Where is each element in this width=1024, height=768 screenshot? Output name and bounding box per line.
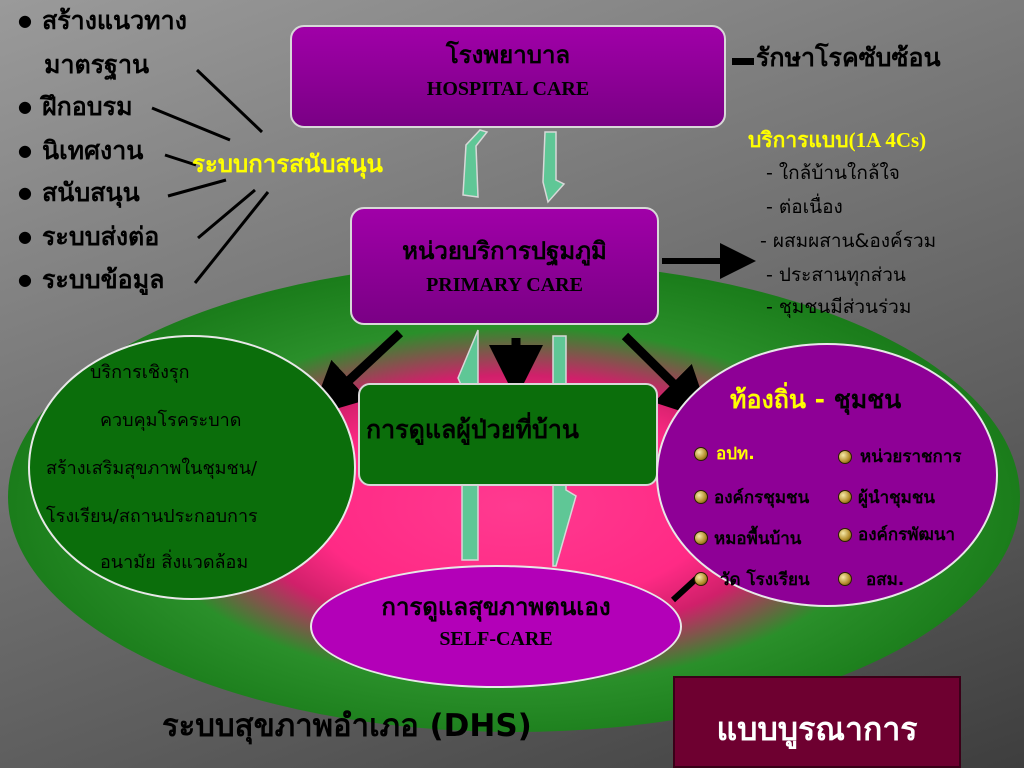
primary-care-box: หน่วยบริการปฐมภูมิ PRIMARY CARE bbox=[350, 207, 659, 325]
left-list-item: สร้างแนวทาง bbox=[18, 0, 187, 41]
community-item: ผู้นำชุมชน bbox=[858, 488, 936, 508]
primary-thai: หน่วยบริการปฐมภูมิ bbox=[402, 237, 607, 265]
home-care-box bbox=[358, 383, 658, 486]
community-bullet-icon bbox=[694, 447, 708, 461]
hospital-note: รักษาโรคซับซ้อน bbox=[756, 43, 941, 72]
community-item: วัด โรงเรียน bbox=[720, 570, 810, 590]
community-item: หน่วยราชการ bbox=[860, 447, 962, 467]
left-list-item: สนับสนุน bbox=[18, 172, 140, 213]
community-item: อปท. bbox=[716, 444, 755, 464]
community-title-community: ชุมชน bbox=[833, 385, 902, 414]
service-model-title: บริการแบบ(1A 4Cs) bbox=[748, 128, 927, 152]
community-circle bbox=[656, 343, 998, 607]
proactive-line: ควบคุมโรคระบาด bbox=[100, 410, 242, 431]
proactive-line: สร้างเสริมสุขภาพในชุมชน/ bbox=[46, 458, 258, 479]
left-list-item: นิเทศงาน bbox=[18, 130, 143, 171]
service-model-item: - ผสมผสาน&องค์รวม bbox=[760, 230, 937, 252]
hospital-care-box: โรงพยาบาล HOSPITAL CARE bbox=[290, 25, 726, 128]
community-item: หมอพื้นบ้าน bbox=[714, 529, 802, 549]
self-care-ellipse: การดูแลสุขภาพตนเอง SELF-CARE bbox=[310, 565, 682, 688]
dhs-label: ระบบสุขภาพอำเภอ (DHS) bbox=[162, 708, 532, 744]
community-bullet-icon bbox=[838, 450, 852, 464]
proactive-line: อนามัย สิ่งแวดล้อม bbox=[100, 552, 249, 573]
service-model-item: - ชุมชนมีส่วนร่วม bbox=[766, 296, 912, 318]
community-bullet-icon bbox=[694, 531, 708, 545]
proactive-line: โรงเรียน/สถานประกอบการ bbox=[46, 506, 258, 527]
community-bullet-icon bbox=[694, 572, 708, 586]
integration-badge: แบบบูรณาการ bbox=[673, 676, 961, 768]
community-item: อสม. bbox=[866, 570, 905, 590]
hospital-thai: โรงพยาบาล bbox=[445, 41, 571, 69]
community-bullet-icon bbox=[838, 572, 852, 586]
community-item: องค์กรชุมชน bbox=[714, 488, 810, 508]
left-list-item: ฝึกอบรม bbox=[18, 86, 132, 127]
service-model-item: - ใกล้บ้านใกล้ใจ bbox=[766, 162, 900, 184]
proactive-service-circle bbox=[28, 335, 356, 600]
home-care-label: การดูแลผู้ป่วยที่บ้าน bbox=[366, 415, 579, 444]
left-list-item: ระบบข้อมูล bbox=[18, 259, 164, 300]
proactive-line: บริการเชิงรุก bbox=[90, 362, 190, 383]
self-care-thai: การดูแลสุขภาพตนเอง bbox=[381, 593, 611, 621]
community-title-sep: - bbox=[805, 385, 834, 414]
left-list-item: มาตรฐาน bbox=[44, 50, 150, 79]
service-model-item: - ประสานทุกส่วน bbox=[766, 264, 906, 286]
integration-label: แบบบูรณาการ bbox=[716, 710, 918, 748]
community-bullet-icon bbox=[694, 490, 708, 504]
community-bullet-icon bbox=[838, 490, 852, 504]
community-item: องค์กรพัฒนา bbox=[858, 525, 956, 545]
self-care-english: SELF-CARE bbox=[439, 628, 553, 650]
hospital-english: HOSPITAL CARE bbox=[426, 78, 590, 100]
community-bullet-icon bbox=[838, 528, 852, 542]
service-model-item: - ต่อเนื่อง bbox=[766, 196, 843, 218]
community-title: ท้องถิ่น - ชุมชน bbox=[730, 380, 901, 420]
left-list-item: ระบบส่งต่อ bbox=[18, 216, 159, 257]
primary-english: PRIMARY CARE bbox=[426, 274, 583, 296]
support-system-label: ระบบการสนับสนุน bbox=[192, 150, 383, 178]
community-title-local: ท้องถิ่น bbox=[730, 385, 806, 414]
proactive-service-lines: บริการเชิงรุก ควบคุมโรคระบาด สร้างเสริมส… bbox=[28, 335, 356, 600]
